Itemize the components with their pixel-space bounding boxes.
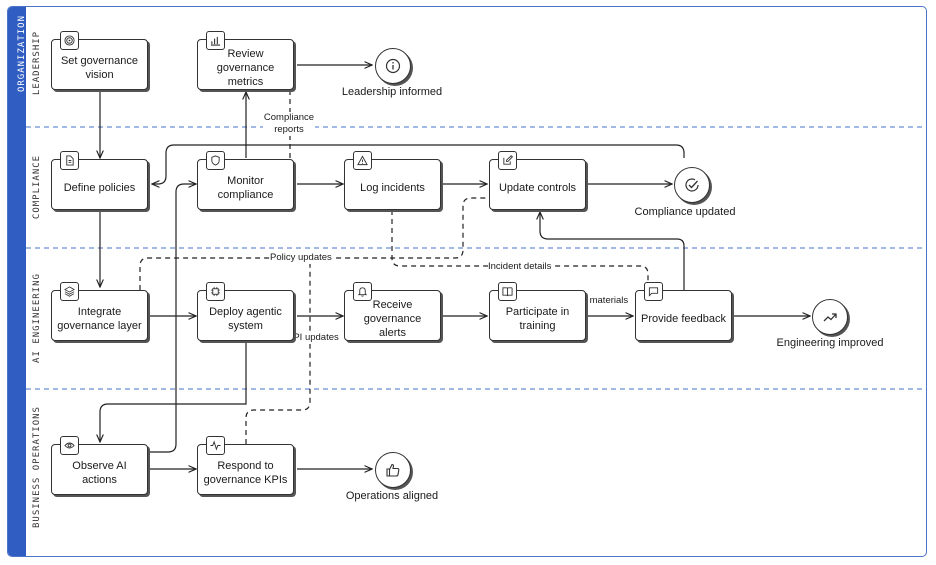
organization-pool: ORGANIZATION — [7, 6, 927, 557]
node-update-controls[interactable]: Update controls — [489, 151, 586, 210]
book-icon — [498, 282, 517, 301]
node-integrate-governance-layer[interactable]: Integrate governance layer — [51, 282, 148, 341]
endpoint-label-compliance-updated: Compliance updated — [634, 206, 736, 218]
node-review-governance-metrics[interactable]: Review governance metrics — [197, 31, 294, 90]
node-label: Provide feedback — [641, 312, 726, 325]
thumbs-up-icon — [386, 463, 400, 477]
node-label: Integrate governance layer — [57, 305, 142, 332]
endpoint-engineering-improved[interactable] — [812, 299, 848, 335]
node-label: Set governance vision — [60, 54, 139, 81]
node-label: Log incidents — [360, 181, 425, 194]
endpoint-compliance-updated[interactable] — [674, 167, 710, 203]
node-label: Deploy agentic system — [209, 305, 282, 332]
layers-icon — [60, 282, 79, 301]
eye-icon — [60, 436, 79, 455]
endpoint-label-engineering-improved: Engineering improved — [776, 337, 884, 349]
node-label: Participate in training — [505, 305, 570, 332]
node-label: Receive governance alerts — [363, 298, 422, 339]
node-label: Monitor compliance — [217, 174, 274, 201]
dashed-policy-updates — [139, 197, 488, 290]
node-participate-in-training[interactable]: Participate in training — [489, 282, 586, 341]
node-label: Define policies — [63, 181, 136, 194]
flow-label-policy-updates: Policy updates — [270, 252, 332, 264]
flow-label-compliance-reports: Compliance reports — [263, 112, 315, 136]
endpoint-label-operations-aligned: Operations aligned — [345, 490, 439, 502]
endpoint-label-leadership-informed: Leadership informed — [341, 86, 443, 98]
warning-icon — [353, 151, 372, 170]
bar-chart-icon — [206, 31, 225, 50]
endpoint-leadership-informed[interactable] — [375, 48, 411, 84]
flow-deploy-to-observe — [100, 342, 247, 442]
document-icon — [60, 151, 79, 170]
node-observe-ai-actions[interactable]: Observe AI actions — [51, 436, 148, 495]
node-set-governance-vision[interactable]: Set governance vision — [51, 31, 148, 90]
node-label: Update controls — [498, 181, 577, 194]
bell-icon — [353, 282, 372, 301]
edit-icon — [498, 151, 517, 170]
flow-observe-to-monitor — [150, 184, 196, 453]
flow-feedback-loop-to-policies — [152, 144, 685, 184]
info-icon — [385, 58, 401, 74]
trending-up-icon — [823, 313, 837, 322]
endpoint-operations-aligned[interactable] — [375, 452, 411, 488]
node-receive-governance-alerts[interactable]: Receive governance alerts — [344, 282, 441, 341]
shield-icon — [206, 151, 225, 170]
check-circle-icon — [685, 178, 699, 192]
node-label: Respond to governance KPIs — [203, 459, 288, 486]
chip-icon — [206, 282, 225, 301]
node-label: Observe AI actions — [72, 459, 127, 486]
node-respond-to-governance-kpis[interactable]: Respond to governance KPIs — [197, 436, 294, 495]
dashed-kpi-updates — [245, 258, 311, 444]
flow-label-kpi-updates: KPI updates — [287, 332, 339, 344]
node-label: Review governance metrics — [216, 47, 275, 88]
node-define-policies[interactable]: Define policies — [51, 151, 148, 210]
message-icon — [644, 282, 663, 301]
node-log-incidents[interactable]: Log incidents — [344, 151, 441, 210]
flow-feedback-to-controls — [540, 212, 685, 290]
node-deploy-agentic-system[interactable]: Deploy agentic system — [197, 282, 294, 341]
node-monitor-compliance[interactable]: Monitor compliance — [197, 151, 294, 210]
activity-icon — [206, 436, 225, 455]
flow-label-incident-details: Incident details — [488, 261, 552, 273]
organization-header: ORGANIZATION — [8, 7, 27, 556]
target-icon — [60, 31, 79, 50]
node-provide-feedback[interactable]: Provide feedback — [635, 282, 732, 341]
